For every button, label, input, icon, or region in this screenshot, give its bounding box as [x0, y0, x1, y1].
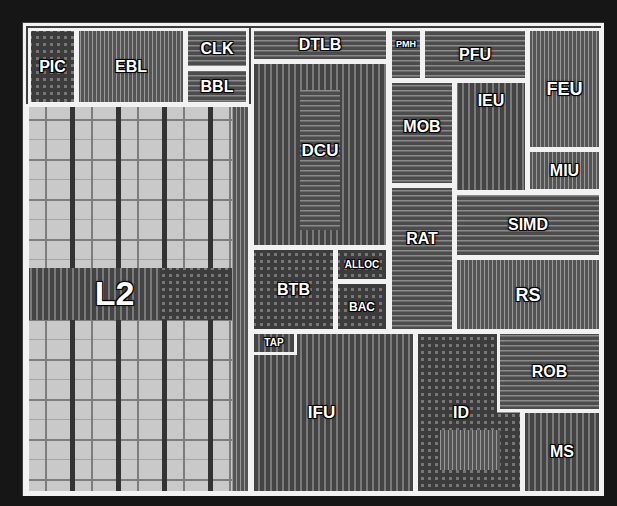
die-block: MIU	[527, 149, 602, 192]
block-label: ALLOC	[345, 260, 379, 270]
block-label: EBL	[115, 59, 147, 75]
die-block: RAT	[389, 185, 455, 332]
block-label: DCU	[302, 142, 339, 159]
die-block: PFU	[422, 28, 528, 81]
die-block: PMH	[389, 28, 423, 81]
die-block: RS	[454, 257, 602, 332]
die-block: FEU	[527, 28, 602, 150]
block-label: CLK	[201, 41, 234, 57]
die-block: SIMD	[454, 192, 602, 258]
block-label: BTB	[277, 282, 310, 298]
block-label: RAT	[406, 231, 438, 247]
block-label: SIMD	[508, 217, 548, 233]
block-label: PIC	[39, 59, 66, 75]
block-label: TAP	[264, 338, 283, 348]
die-block: PIC	[28, 28, 77, 105]
die-block: TAP IFU	[251, 331, 416, 494]
block-label: MS	[550, 444, 574, 460]
block-label: RS	[515, 286, 540, 304]
die-block: TAP	[251, 331, 297, 355]
die-block: ROB	[497, 331, 602, 412]
block-label: ROB	[532, 364, 568, 380]
block-label: IEU	[478, 93, 505, 109]
die-block: ALLOC	[335, 247, 389, 282]
block-label: PMH	[396, 40, 416, 49]
block-label: MIU	[550, 163, 579, 179]
die-block: IEU	[454, 80, 528, 193]
block-label: MOB	[403, 119, 440, 135]
die-block: EBL	[76, 28, 186, 105]
block-label: DTLB	[299, 37, 342, 53]
block-label: BAC	[349, 301, 375, 313]
block-label: L2	[95, 276, 135, 310]
block-label: FEU	[547, 80, 583, 98]
die-block: CLK	[185, 28, 249, 69]
die-block: DTLB	[251, 28, 389, 62]
die-block: MOB	[389, 80, 455, 186]
block-label: ID	[453, 405, 469, 421]
die-block: DCU	[251, 61, 389, 248]
block-label: PFU	[459, 47, 491, 63]
die-block: MS	[522, 410, 602, 494]
block-label: IFU	[308, 404, 335, 421]
block-outline	[415, 331, 523, 494]
die-block: ID	[415, 331, 523, 494]
die-block: L2	[26, 104, 251, 494]
die-block: BTB	[251, 247, 336, 332]
die-block: BBL	[185, 68, 249, 105]
block-outline	[417, 333, 522, 493]
block-label: BBL	[201, 79, 234, 95]
die-block: BAC	[335, 281, 389, 332]
